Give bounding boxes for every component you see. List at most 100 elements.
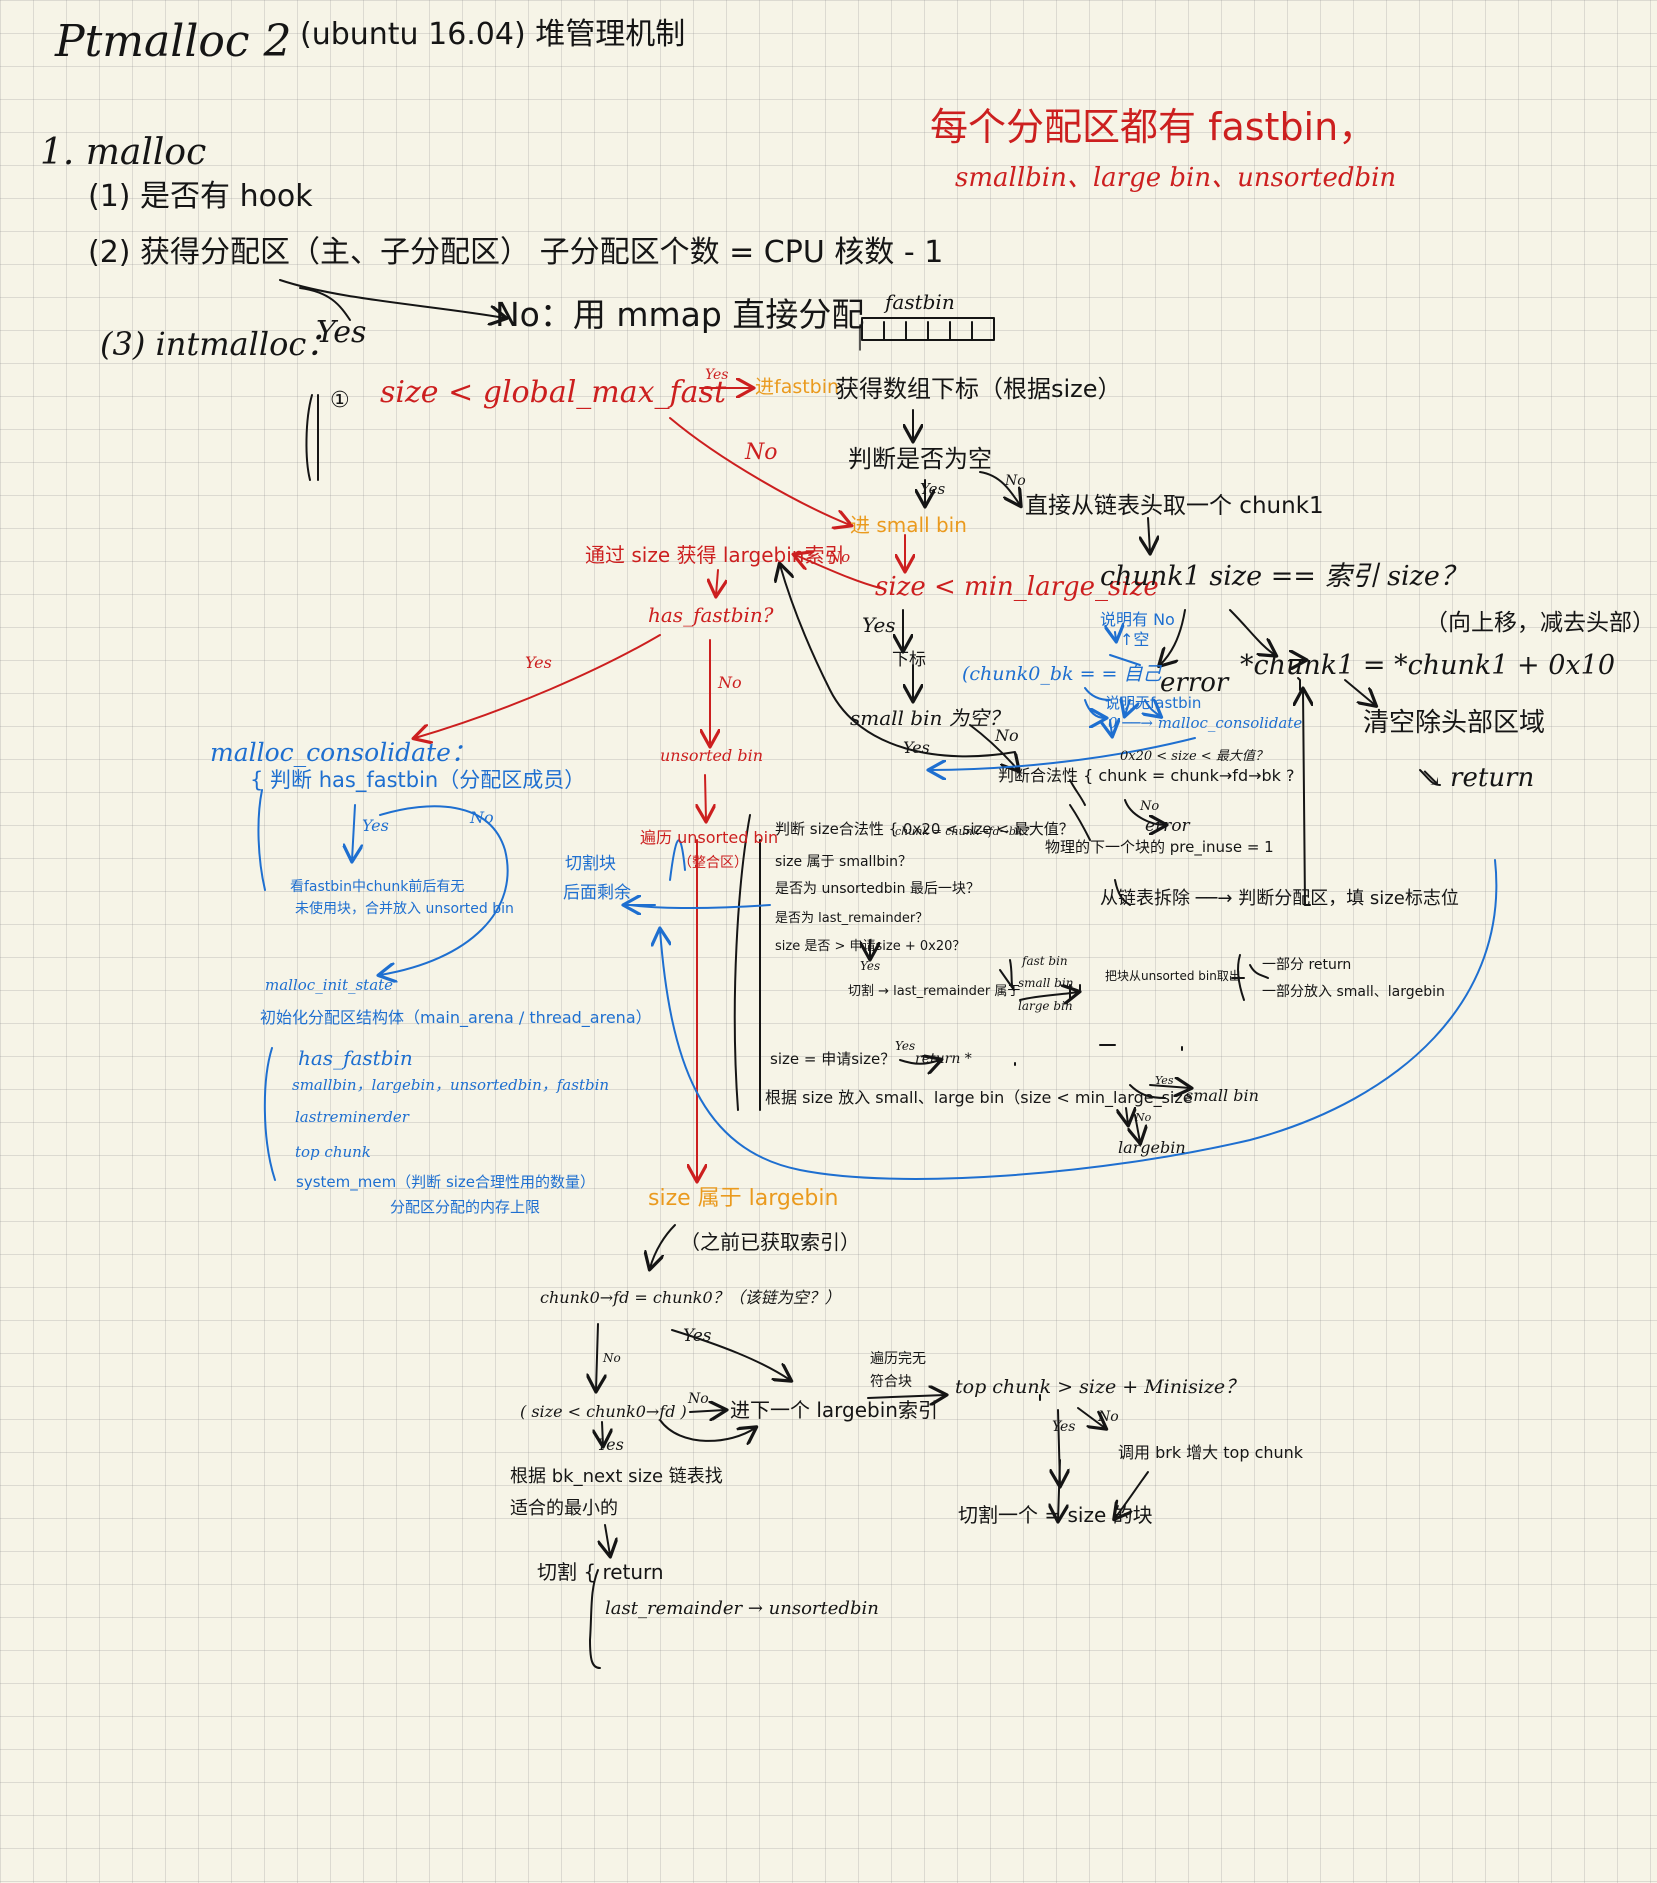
- to-smallbin: 进 small bin: [850, 513, 967, 537]
- explain-empty-mark: ↑空: [1120, 630, 1150, 649]
- error-label: error: [1160, 668, 1229, 698]
- chunk0-bk-check: (chunk0_bk = = 自己: [962, 663, 1162, 685]
- clear-header: 清空除头部区域: [1363, 708, 1546, 738]
- move-up-note: （向上移，减去头部）: [1425, 610, 1655, 636]
- red-note-line1: 每个分配区都有 fastbin，: [930, 105, 1377, 149]
- cut-size-block: 切割一个 = size 的块: [958, 1503, 1153, 1527]
- malloc-init-state: malloc_init_state: [265, 976, 394, 994]
- no-empty: No: [995, 726, 1019, 745]
- top-chunk-check: top chunk > size + Minisize？: [955, 1376, 1245, 1398]
- yes-top: Yes: [1052, 1419, 1076, 1435]
- blue-bracket-consolidate: [257, 789, 266, 891]
- chunk-size-check: chunk1 size == 索引 size？: [1100, 561, 1467, 592]
- chunk0-fd-check: chunk0→fd = chunk0？（该链为空？）: [540, 1288, 841, 1307]
- page-subtitle: (ubuntu 16.04) 堆管理机制: [300, 17, 686, 52]
- cut-block: 切割块: [565, 854, 616, 874]
- best-fit: 适合的最小的: [510, 1498, 618, 1519]
- step-intmalloc: (3) intmalloc：: [100, 325, 339, 363]
- consolidate-see-1: 看fastbin中chunk前后有无: [290, 879, 465, 895]
- yes-cut: Yes: [860, 959, 881, 973]
- no-top: No: [1098, 1409, 1119, 1425]
- next-pre-inuse: 物理的下一个块的 pre_inuse = 1: [1045, 838, 1274, 856]
- bracket-intmalloc: [305, 394, 313, 481]
- no-largebin: No: [1135, 1111, 1152, 1124]
- yes-min: Yes: [862, 613, 896, 637]
- red-arrow-yes-consolidate: [415, 634, 661, 738]
- yes-fd: Yes: [683, 1326, 712, 1346]
- no-min: No: [828, 548, 851, 566]
- black-loop-arrow: [780, 565, 1016, 758]
- yes-label: Yes: [316, 315, 367, 350]
- size-greater: size 是否 > 申请size + 0x20？: [775, 939, 966, 954]
- min-large-size: size < min_large_size: [875, 572, 1159, 602]
- size-in-largebin: size 属于 largebin: [648, 1186, 839, 1211]
- size-legal-check-2: chunk = chunk→fd→bk？: [895, 825, 1034, 838]
- consolidate-see-2: 未使用块，合并放入 unsorted bin: [295, 901, 514, 917]
- consolidate-no: No: [470, 808, 494, 827]
- step-arena: (2) 获得分配区（主、子分配区） 子分配区个数 = CPU 核数 - 1: [88, 235, 944, 270]
- init-struct: 初始化分配区结构体（main_arena / thread_arena）: [260, 1008, 652, 1027]
- next-largebin-index: 进下一个 largebin索引: [730, 1398, 938, 1422]
- yes-has-fastbin: Yes: [525, 653, 552, 672]
- zero-consolidate: 0 ──→ malloc_consolidate: [1108, 714, 1303, 732]
- error-label-2: error: [1145, 816, 1190, 836]
- red-arrow-to-smallbin: [669, 417, 850, 525]
- yes-empty: Yes: [903, 738, 930, 757]
- consolidate-judge: { 判断 has_fastbin（分配区成员）: [250, 768, 586, 792]
- last-remainder-check: 是否为 last_remainder？: [775, 911, 929, 926]
- chunk-plus-offset: *chunk1 = *chunk1 + 0x10: [1240, 650, 1615, 681]
- explain-nonempty: 说明有 No: [1100, 610, 1175, 629]
- call-brk: 调用 brk 增大 top chunk: [1118, 1443, 1304, 1462]
- unsorted-bin-label: unsorted bin: [660, 746, 763, 765]
- malloc-heading: 1. malloc: [40, 132, 207, 173]
- put-from-unsorted: 把块从unsorted bin取出: [1105, 969, 1241, 983]
- one-part-return: 一部分 return: [1262, 957, 1352, 973]
- blue-big-loop: [660, 859, 1498, 1180]
- cut-last-remainder: 切割 → last_remainder 属于: [848, 984, 1021, 999]
- yes-ret: Yes: [895, 1039, 916, 1053]
- no-legal: No: [1140, 799, 1160, 814]
- member-system-mem: system_mem（判断 size合理性用的数量）: [296, 1173, 596, 1191]
- traverse-done: 遍历完无: [870, 1351, 926, 1367]
- arrow-to-mmap: [279, 279, 505, 318]
- no-mmap-label: No：用 mmap 直接分配: [495, 295, 865, 334]
- traverse-sub: （整合区）: [678, 855, 748, 871]
- return-star: return *: [915, 1051, 972, 1067]
- yes-fast: Yes: [705, 367, 729, 383]
- prev-index: （之前已获取索引）: [680, 1230, 860, 1254]
- size-global-max-fast: size < global_max_fast: [380, 375, 726, 410]
- blue-loop-no: [380, 805, 509, 975]
- fastbin-array-label: fastbin: [885, 290, 955, 314]
- yes-smallbin: Yes: [1155, 1074, 1174, 1087]
- member-mem-limit: 分配区分配的内存上限: [390, 1198, 541, 1216]
- put-by-size: 根据 size 放入 small、large bin（size < min_la…: [765, 1088, 1193, 1107]
- size-legal-check: 判断 size合法性 { 0x20 < size < 最大值？: [775, 820, 1074, 838]
- no-check: No: [1005, 473, 1026, 489]
- find-nextsize: 根据 bk_next size 链表找: [510, 1466, 723, 1487]
- small-bin-empty: small bin 为空？: [850, 706, 1009, 730]
- legal-check: 判断合法性 { chunk = chunk→fd→bk ?: [998, 766, 1295, 785]
- blue-arrow-to-consolidate: [930, 737, 1196, 770]
- member-lastremainder: lastreminerder: [295, 1108, 409, 1126]
- page-title: Ptmalloc 2: [55, 16, 292, 67]
- one-part-put: 一部分放入 small、largebin: [1262, 984, 1445, 1000]
- step-hook: (1) 是否有 hook: [88, 179, 313, 214]
- red-note-line2: smallbin、large bin、unsortedbin: [955, 163, 1397, 193]
- largebin-index: 通过 size 获得 largebin索引: [585, 543, 845, 567]
- last-unsorted: 是否为 unsortedbin 最后一块？: [775, 881, 980, 897]
- size-eq-check: size = 申请size？: [770, 1050, 896, 1068]
- bin-small: small bin: [1018, 976, 1074, 990]
- yes-check: Yes: [920, 480, 946, 498]
- legal-range: 0x20 < size < 最大值？: [1120, 749, 1268, 764]
- red-arrow-to-largebin-index: [795, 555, 881, 589]
- get-index: 获得数组下标（根据size）: [835, 375, 1122, 403]
- no-next: No: [688, 1391, 709, 1407]
- no-has-fastbin: No: [718, 673, 742, 692]
- consolidate-title: malloc_consolidate：: [210, 738, 476, 767]
- small-bin-2: small bin: [1185, 1086, 1259, 1105]
- bin-fast: fast bin: [1022, 954, 1068, 968]
- largebin-2: largebin: [1118, 1138, 1186, 1157]
- bin-large: large bin: [1018, 999, 1073, 1013]
